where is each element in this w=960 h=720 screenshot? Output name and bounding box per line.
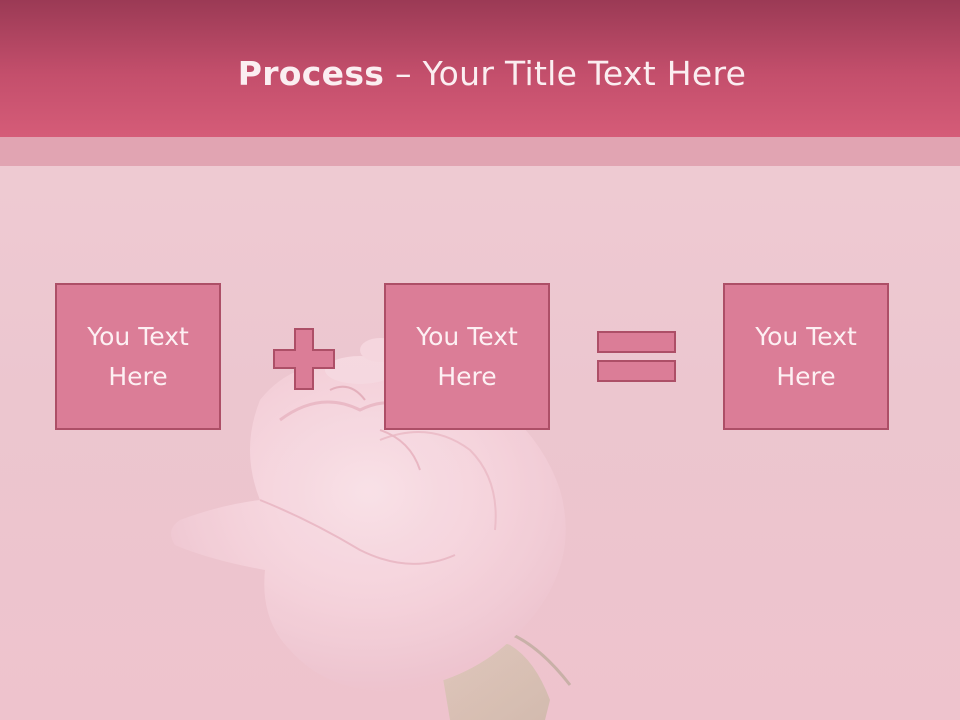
process-box-1: You Text Here	[55, 283, 221, 430]
title-stripe	[0, 137, 960, 166]
slide-title: Process – Your Title Text Here	[0, 54, 960, 93]
process-box-2-text: You Text Here	[416, 321, 518, 391]
plus-icon	[273, 328, 335, 390]
equals-icon	[597, 331, 676, 382]
title-rest: – Your Title Text Here	[384, 54, 747, 93]
title-bold: Process	[237, 54, 385, 93]
process-box-3: You Text Here	[723, 283, 889, 430]
process-box-2: You Text Here	[384, 283, 550, 430]
title-bar: Process – Your Title Text Here	[0, 0, 960, 137]
process-box-3-text: You Text Here	[755, 321, 857, 391]
process-box-1-text: You Text Here	[87, 321, 189, 391]
